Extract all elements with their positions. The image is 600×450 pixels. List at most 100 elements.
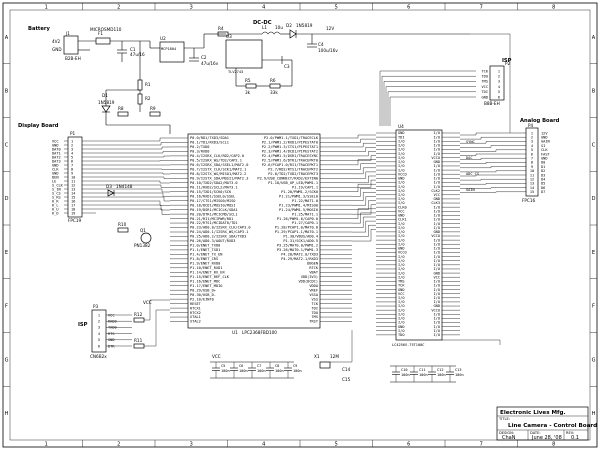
- cpld-left-pin-label: VCC: [398, 209, 405, 213]
- cpld-right-pin-label: I/O: [434, 280, 441, 284]
- analog-pin-label: D1: [541, 165, 545, 169]
- isp-left-part: CN6B2x: [90, 354, 107, 359]
- mcu-left-pin-label: XTAL2: [190, 320, 201, 324]
- mcu-left-pin-label: RTCX2: [190, 311, 201, 315]
- bus-wire: [352, 204, 376, 215]
- mcu-right-pin-label: P1.23/PWM1.4/MISO0: [279, 203, 318, 207]
- analog-ref: P4: [528, 123, 534, 128]
- mcu-right-pins: P2.0/PWM1.1/TXD1/TRACECLKP2.1/PWM1.2/RXD…: [257, 136, 352, 324]
- mcu-left-pin-label: P0.23/AD0.0/I2SRX_CLK/CAP3.0: [190, 226, 251, 230]
- mcu-right-pin-label: P1.27/CAP0.1: [292, 221, 318, 225]
- cpld-left-pin-label: I/O: [398, 238, 405, 242]
- mcu-left-pin-label: P0.6/I2SRX_SDA/SSEL1/MAT2.0: [190, 163, 248, 167]
- mcu-left-pin-label: P1.1/ENET_TXD1: [190, 248, 220, 252]
- mcu-right-pin-label: P2.2/PWM1.3/CTS1/PIPESTAT1: [262, 145, 318, 149]
- analog-part: FPC16: [522, 198, 536, 203]
- display-pin-label: K_L: [52, 203, 59, 207]
- isp-left-pin-number: 3: [98, 326, 100, 330]
- display-part: FPC19: [68, 218, 82, 223]
- isp-top-connector: [489, 65, 505, 101]
- mcu-right-pin-label: TDO: [312, 311, 319, 315]
- mcu-left-pin-label: P1.17/ENET_MDIO: [190, 284, 222, 288]
- cap-ref: C10: [401, 368, 408, 372]
- analog-pin-number: 10: [530, 169, 534, 173]
- cpld-right-pin-label: I/O: [434, 226, 441, 230]
- bus-wire: [352, 151, 376, 157]
- row-marker-right: G: [592, 357, 596, 363]
- isp-wire: [144, 299, 170, 321]
- mcu-left-pin-label: P0.26/AD0.3/AOUT/RXD3: [190, 239, 235, 243]
- display-pin-label: DAT3: [52, 159, 61, 163]
- analog-pin-label: D2: [541, 169, 545, 173]
- mcu-right-pin-label: P1.24/PWM1.5/MOSI0: [279, 208, 318, 212]
- analog-net-label: ADC_CS: [466, 172, 479, 176]
- row-marker-right: H: [592, 411, 596, 417]
- cpld-left-pin-label: I/O: [398, 160, 405, 164]
- bus-wire: [460, 183, 506, 185]
- mcu-left-pin-label: P0.5/I2SRX_WS/TD2/CAP2.1: [190, 159, 242, 163]
- mcu-right-pin-label: VSS: [312, 297, 319, 301]
- analog-pin-number: 13: [530, 182, 534, 186]
- c1-ref: C1: [130, 47, 136, 52]
- isp-top-pin-label: GND: [482, 95, 489, 99]
- bus-wire: [98, 180, 170, 184]
- title-block-frame: [496, 406, 589, 441]
- column-marker-bottom: 5: [335, 442, 338, 448]
- cpld-right-pin-label: I/O: [434, 312, 441, 316]
- cpld-u4-body: [395, 129, 443, 341]
- isp-left-pin-label: TXD0: [108, 326, 117, 330]
- d2-ref: D2: [286, 23, 292, 28]
- isp-top-pin-number: 5: [498, 90, 500, 94]
- mcu-right-pin-label: P2.4/PWM1.5/DSR1/TRACESYNC: [262, 154, 318, 158]
- bus-wire: [352, 159, 376, 166]
- cpld-left-pin-label: I/O: [398, 275, 405, 279]
- isp-left-pin-label: VCC: [108, 313, 115, 317]
- cap-value: 100n: [221, 369, 230, 373]
- display-pin-label: GND: [52, 163, 59, 167]
- date-label: DATE:: [530, 431, 541, 435]
- isp-left-pin-number: 2: [98, 320, 100, 324]
- cpld-part: LC4256V-75T100C: [392, 343, 424, 347]
- analog-pin-number: 11: [530, 173, 534, 177]
- isp-top-pin-label: TMS: [482, 80, 489, 84]
- cpld-left-pin-label: CLK1: [398, 218, 407, 222]
- r11-ref: R11: [134, 338, 143, 343]
- analog-pin-label: FAST: [541, 152, 550, 156]
- cpld-left-pin-label: I/O: [398, 263, 405, 267]
- display-pin-number: 2: [71, 143, 73, 147]
- bus-wire: [460, 141, 506, 144]
- cpld-right-pin-label: I/O: [434, 242, 441, 246]
- analog-net-label: SYNC: [466, 140, 475, 144]
- jtag-wire: [389, 96, 470, 126]
- column-marker-top: 8: [552, 5, 555, 11]
- mcu-right-pin-label: P1.19/CAP1.1: [292, 185, 318, 189]
- mcu-u1-body: [187, 133, 321, 329]
- crystal-x1: [319, 361, 331, 369]
- cpld-right-pin-label: I/O: [434, 135, 441, 139]
- d3-value: 1N4148: [116, 184, 133, 189]
- bus-wire: [100, 196, 170, 202]
- bus-wire: [96, 151, 170, 154]
- analog-pin-label: SI: [541, 144, 545, 148]
- cap-ref: C5: [221, 364, 225, 368]
- cpld-right-pin-label: GND: [434, 304, 441, 308]
- mcu-left-pin-label: P0.24/AD0.1/I2SRX_WS/CAP3.1: [190, 230, 248, 234]
- battery-jack-ref: J1: [65, 31, 70, 36]
- row-marker-left: E: [5, 250, 8, 256]
- mcu-right-pin-label: P1.25/MAT1.1: [292, 212, 318, 216]
- isp-left-pin-number: 5: [98, 338, 100, 342]
- isp-top-pin-number: 4: [498, 85, 500, 89]
- cpld-left-pin-label: GND: [398, 247, 405, 251]
- mcu-right-pin-label: P1.22/MAT1.0: [292, 199, 318, 203]
- battery-connector: [63, 35, 79, 55]
- battery-section: Battery J1 4V2 GND B2B-EH F1 MICROSMD110…: [28, 26, 150, 62]
- mcu-right-pin-label: VSSA: [309, 293, 318, 297]
- battery-voltage: 4V2: [52, 39, 61, 44]
- isp-top-pin-number: 2: [498, 75, 500, 79]
- bus-wire: [352, 134, 376, 139]
- mcu-left-pin-label: P1.0/ENET_TXD0: [190, 244, 220, 248]
- analog-pin-number: 6: [531, 152, 533, 156]
